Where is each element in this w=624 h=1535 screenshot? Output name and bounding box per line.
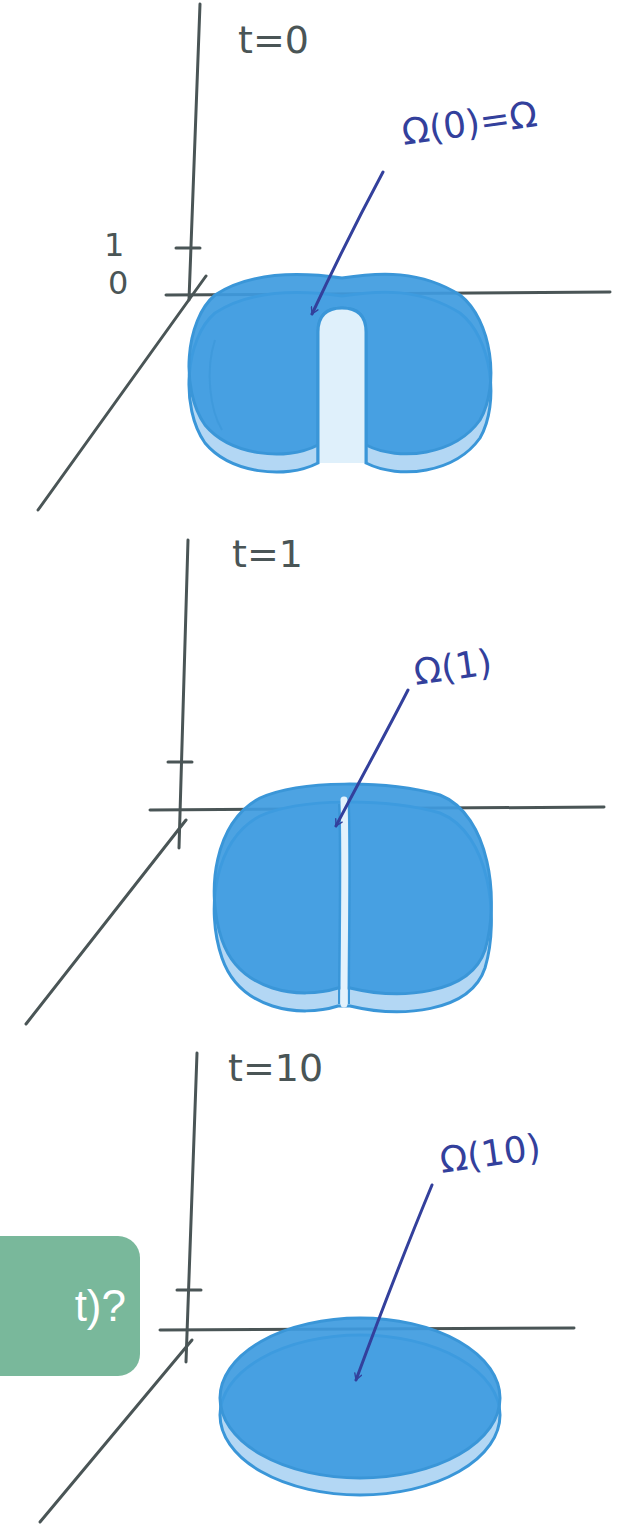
region-omega-10 bbox=[220, 1318, 500, 1495]
region-omega-0 bbox=[189, 274, 491, 472]
label-text: t=0 bbox=[238, 18, 309, 62]
label-text: Ω(1) bbox=[411, 641, 494, 693]
node-text: t)? bbox=[14, 1280, 126, 1333]
annotation-label: Ω(1) bbox=[414, 652, 493, 693]
annotation-label: 1 bbox=[104, 226, 124, 264]
label-text: 1 bbox=[104, 226, 124, 264]
question-box: t)? bbox=[0, 1236, 140, 1376]
annotation-label: t=1 bbox=[232, 532, 303, 576]
region-omega-1 bbox=[214, 784, 491, 1011]
label-text: 0 bbox=[108, 264, 128, 302]
leader-arrow bbox=[312, 172, 383, 314]
label-text: Ω(10) bbox=[437, 1126, 543, 1181]
annotation-label: t=10 bbox=[228, 1046, 323, 1090]
annotation-label: 0 bbox=[108, 264, 128, 302]
label-text: t=10 bbox=[228, 1046, 323, 1090]
axes bbox=[38, 4, 610, 510]
axes bbox=[26, 540, 604, 1024]
label-text: t=1 bbox=[232, 532, 303, 576]
annotation-label: t=0 bbox=[238, 18, 309, 62]
leader-arrow bbox=[356, 1185, 432, 1380]
annotation-label: Ω(0)=Ω bbox=[402, 112, 538, 153]
annotation-label: Ω(10) bbox=[440, 1140, 541, 1181]
label-text: Ω(0)=Ω bbox=[399, 93, 540, 153]
leader-arrow bbox=[336, 690, 408, 826]
